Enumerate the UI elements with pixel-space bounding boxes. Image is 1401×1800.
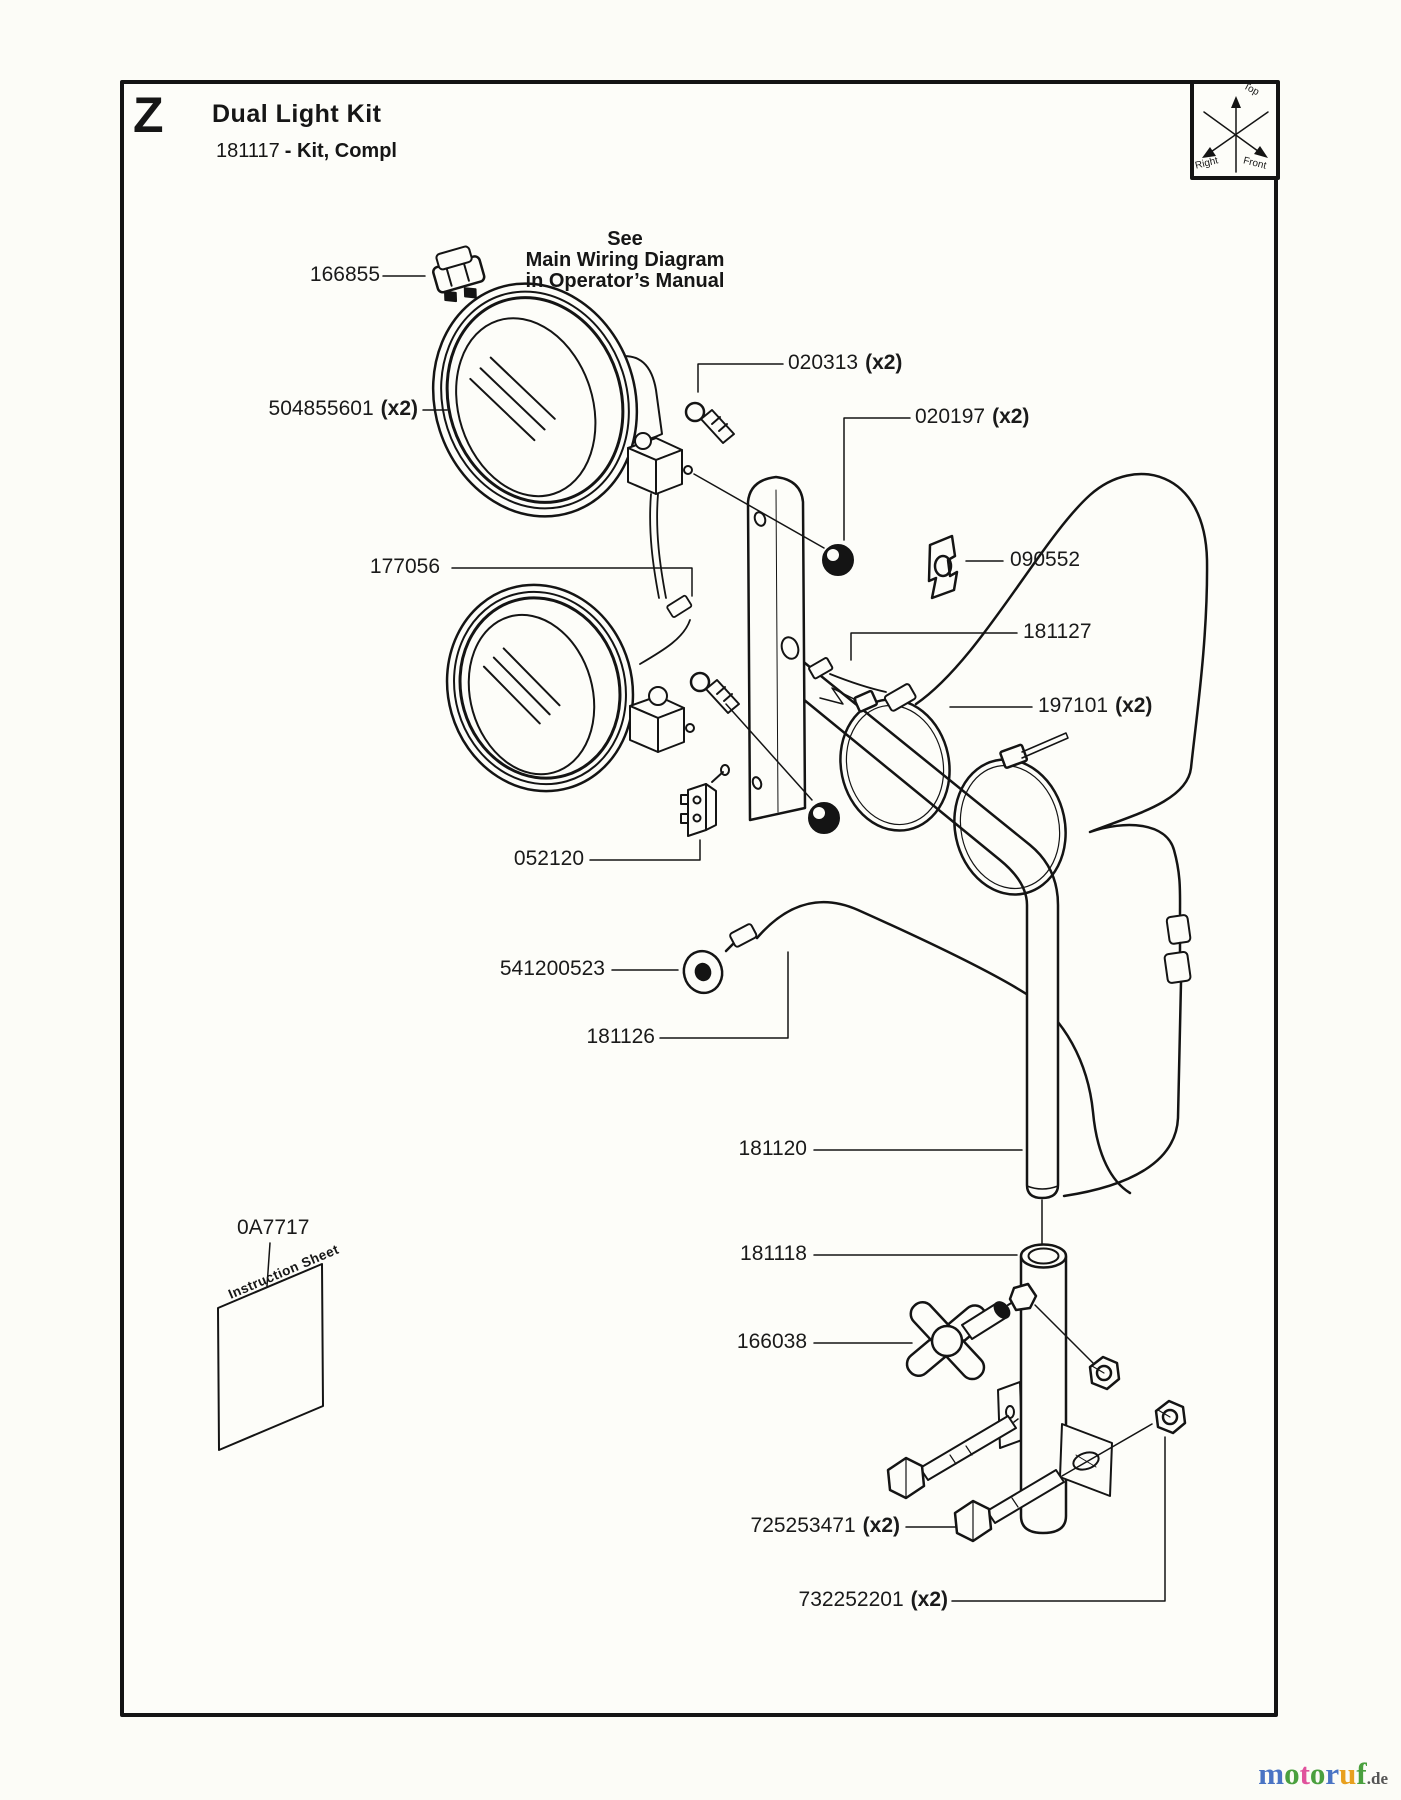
wiring-note: See Main Wiring Diagram in Operator’s Ma… [505, 229, 745, 292]
knob-166038 [905, 1282, 1095, 1381]
kit-suffix: - Kit, Compl [284, 140, 397, 162]
page-title: Dual Light Kit [212, 100, 382, 128]
screw-020313-2 [689, 671, 740, 714]
part-label-177056: 177056 [369, 555, 440, 578]
part-label-090552: 090552 [1010, 548, 1081, 571]
headlamp-2 [445, 583, 695, 793]
leader-181126 [659, 951, 789, 1039]
bolt-725253471-1 [886, 1415, 1019, 1500]
headlamp-1 [431, 282, 693, 518]
instruction-sheet [217, 1263, 324, 1451]
leader-052120 [589, 839, 701, 861]
part-label-052120: 052120 [513, 847, 584, 870]
clip-090552 [927, 534, 959, 600]
jumper-181127 [808, 657, 917, 712]
fuse-166855 [432, 245, 486, 303]
wiring-note-line3: in Operator’s Manual [525, 270, 725, 292]
cable-181126 [724, 900, 1132, 1195]
leader-177056 [451, 567, 693, 597]
screw-020313-1 [684, 401, 735, 444]
leader-181127 [850, 632, 1018, 661]
part-label-166038: 166038 [736, 1330, 807, 1353]
upper-tube-181120 [768, 653, 1060, 1200]
main-wiring-harness [914, 472, 1209, 1198]
kit-number: 181117 [216, 140, 280, 162]
switch-052120 [680, 764, 730, 837]
cable-tie-1 [819, 687, 951, 832]
part-label-732252201: 732252201(x2) [798, 1588, 948, 1611]
mounting-plate [746, 475, 807, 822]
part-label-181126: 181126 [586, 1025, 655, 1048]
section-letter: Z [133, 87, 164, 143]
part-label-541200523: 541200523 [499, 957, 605, 980]
bolt-725253471-2 [953, 1423, 1153, 1543]
part-label-181120: 181120 [738, 1137, 807, 1160]
motoruf-logo-tld: .de [1366, 1769, 1388, 1788]
nut-020197-1 [822, 544, 854, 576]
leader-732252201 [951, 1436, 1166, 1602]
part-label-020197: 020197(x2) [915, 405, 1030, 428]
cable-tie-2 [953, 732, 1069, 896]
lower-tube-181118 [1019, 1255, 1068, 1535]
motoruf-logo: motoruf.de [1238, 1756, 1388, 1792]
part-label-0A7717: 0A7717 [237, 1216, 310, 1239]
front-bracket-plate [1059, 1423, 1113, 1497]
leader-lines [266, 275, 1166, 1602]
nut-020197-2 [808, 802, 840, 834]
rear-bracket-plate [997, 1381, 1023, 1449]
part-label-181118: 181118 [740, 1242, 807, 1265]
leader-020197 [843, 417, 911, 541]
motoruf-logo-letters: motoruf [1258, 1756, 1367, 1791]
washer-541200523 [682, 949, 724, 995]
wiring-note-line2: Main Wiring Diagram [525, 249, 725, 271]
orientation-axes-icon [1190, 80, 1280, 180]
part-label-504855601: 504855601(x2) [268, 397, 418, 420]
nut-732252201-1 [1088, 1355, 1121, 1391]
leader-0A7717 [266, 1242, 271, 1287]
leader-020313 [697, 363, 784, 393]
part-label-181127: 181127 [1023, 620, 1092, 643]
part-label-020313: 020313(x2) [788, 351, 903, 374]
part-label-166855: 166855 [309, 263, 380, 286]
part-label-725253471: 725253471(x2) [750, 1514, 900, 1537]
harness-177056 [639, 493, 693, 665]
nut-732252201-2 [1154, 1399, 1187, 1435]
kit-subtitle: 181117- Kit, Compl [216, 140, 397, 163]
wiring-note-line1: See [607, 228, 643, 250]
part-label-197101: 197101(x2) [1038, 694, 1153, 717]
